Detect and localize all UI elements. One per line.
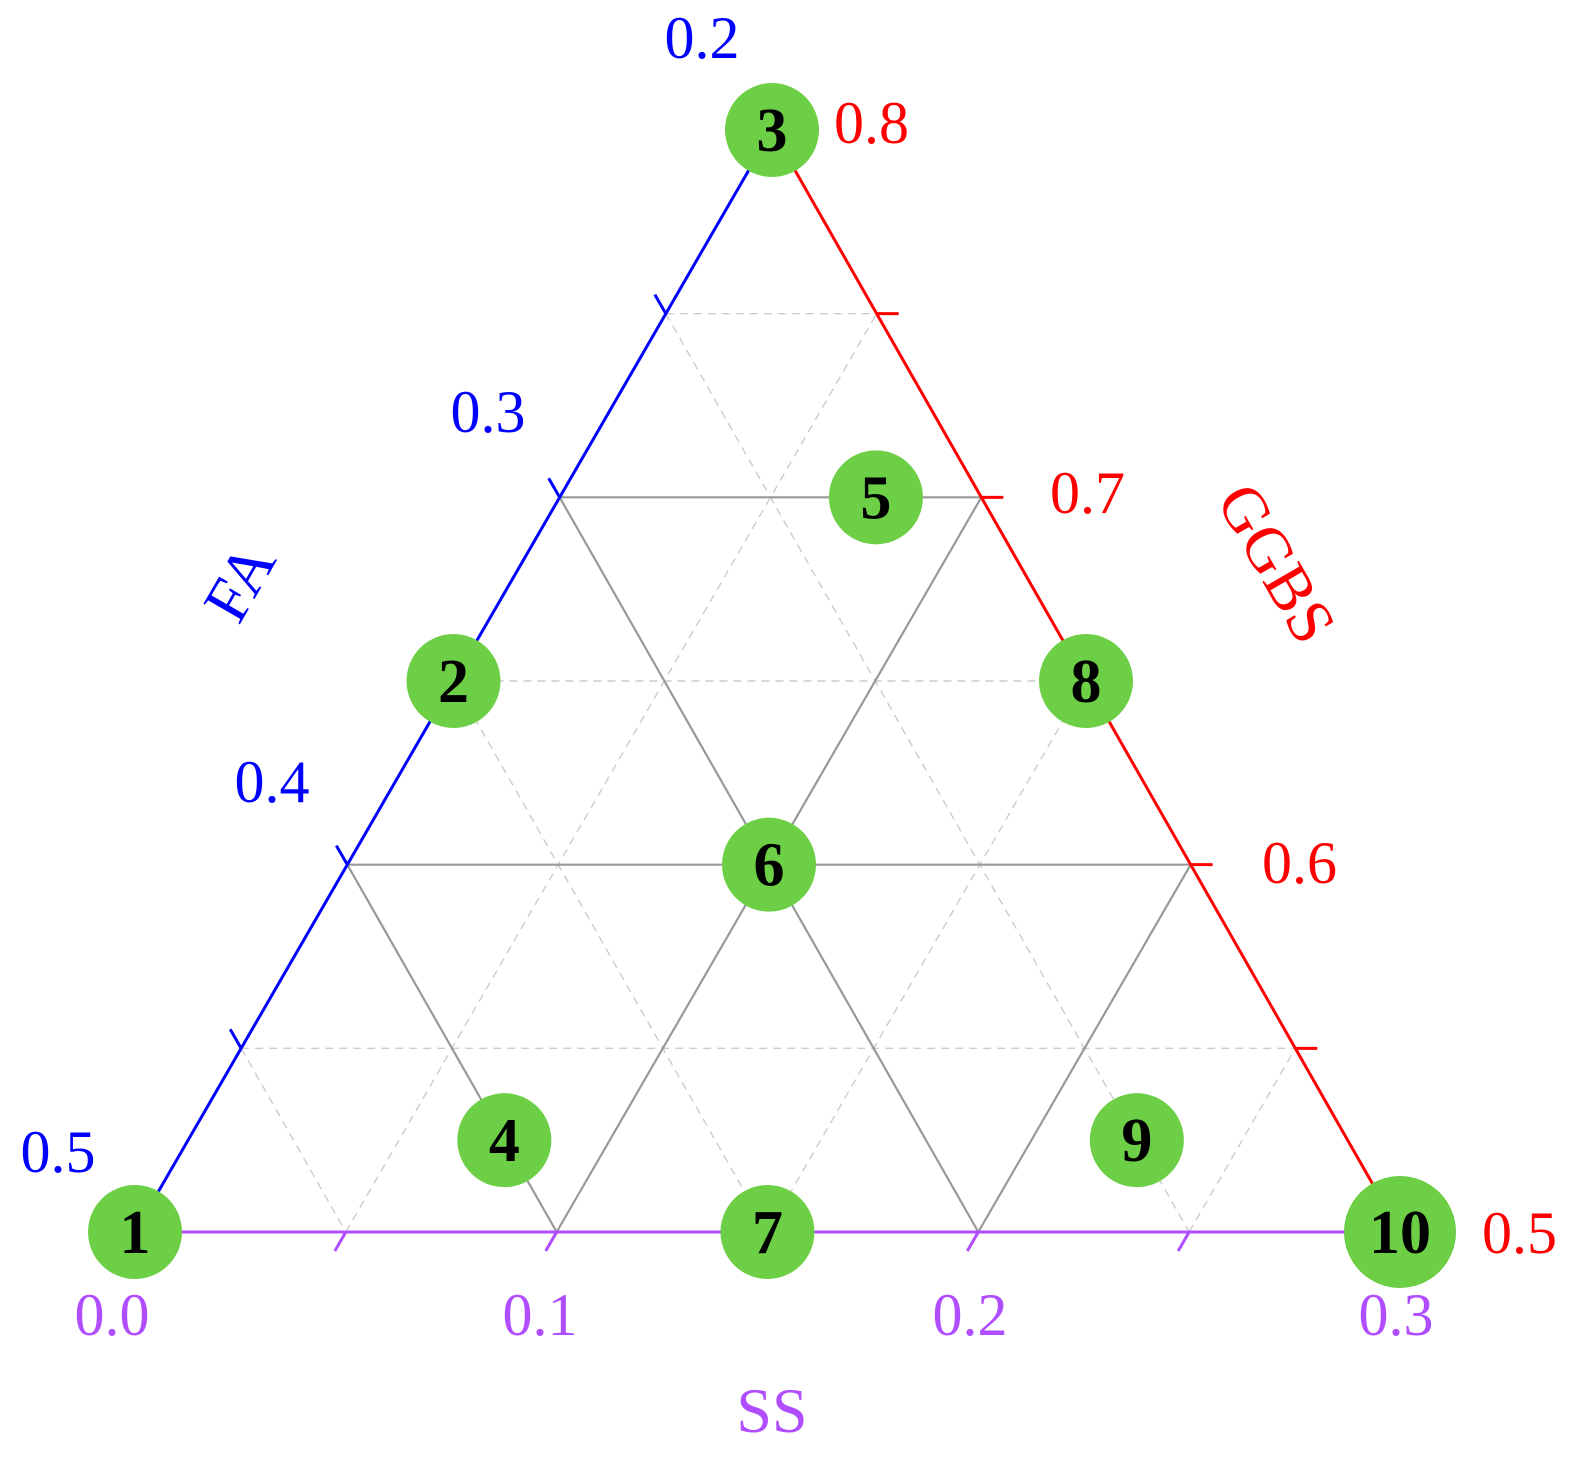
data-point: 5 bbox=[828, 450, 923, 545]
data-point-label: 2 bbox=[438, 648, 469, 716]
data-point-label: 8 bbox=[1071, 648, 1102, 716]
ss-axis-title: SS bbox=[736, 1375, 807, 1446]
axis-ticks bbox=[228, 293, 1318, 1252]
data-point-marker bbox=[1039, 634, 1133, 728]
ss-tick bbox=[333, 1231, 348, 1252]
data-point: 1 bbox=[88, 1185, 182, 1279]
data-point-label: 9 bbox=[1121, 1107, 1152, 1175]
fa-tick-label: 0.2 bbox=[665, 5, 740, 71]
data-point-label: 5 bbox=[860, 464, 891, 532]
ggbs-tick-label: 0.7 bbox=[1050, 460, 1125, 526]
data-point-marker bbox=[725, 83, 819, 177]
fa-tick bbox=[228, 1028, 243, 1050]
data-point-marker bbox=[722, 817, 816, 912]
data-point: 9 bbox=[1089, 1093, 1184, 1188]
ss-tick bbox=[544, 1231, 558, 1252]
grid-line-fa bbox=[452, 680, 769, 1233]
data-point-marker bbox=[406, 634, 501, 728]
data-point: 3 bbox=[725, 83, 819, 177]
data-point-label: 10 bbox=[1369, 1199, 1431, 1267]
ggbs-tick-label: 0.5 bbox=[1482, 1200, 1557, 1266]
data-point-label: 6 bbox=[754, 832, 785, 900]
grid-line-ss bbox=[977, 864, 1192, 1233]
grid-line-ss bbox=[345, 313, 878, 1233]
minor-grid bbox=[240, 312, 1296, 1233]
data-point-marker bbox=[88, 1185, 182, 1279]
ggbs-tick-label: 0.8 bbox=[834, 90, 909, 156]
grid-line-ss bbox=[1188, 1047, 1296, 1233]
fa-tick-label: 0.5 bbox=[21, 1119, 96, 1185]
data-point-marker bbox=[1344, 1176, 1456, 1288]
data-point-marker bbox=[1089, 1093, 1184, 1188]
grid-line-fa bbox=[240, 1047, 347, 1233]
data-point: 8 bbox=[1039, 634, 1133, 728]
ss-tick-label: 0.2 bbox=[933, 1282, 1008, 1348]
grid-line-fa bbox=[665, 313, 1190, 1233]
fa-tick bbox=[547, 477, 561, 499]
ss-tick-label: 0.0 bbox=[75, 1282, 150, 1348]
grid-line-ss bbox=[766, 680, 1087, 1233]
fa-axis-title: FA bbox=[189, 531, 289, 633]
data-point: 4 bbox=[457, 1093, 552, 1188]
data-point-label: 1 bbox=[120, 1199, 151, 1267]
fa-tick bbox=[653, 293, 668, 315]
data-point: 2 bbox=[406, 634, 501, 728]
ss-tick-label: 0.1 bbox=[503, 1282, 578, 1348]
data-point: 6 bbox=[722, 817, 816, 912]
data-point-label: 7 bbox=[752, 1199, 783, 1267]
data-points: 1 2 3 4 5 6 7 8 9 10 bbox=[88, 83, 1456, 1288]
data-point: 10 bbox=[1344, 1176, 1456, 1288]
fa-tick-label: 0.4 bbox=[235, 749, 310, 815]
ss-tick bbox=[1176, 1231, 1191, 1252]
ss-tick-label: 0.3 bbox=[1359, 1282, 1434, 1348]
data-point-label: 4 bbox=[489, 1107, 520, 1175]
fa-tick-label: 0.3 bbox=[451, 379, 526, 445]
data-point-marker bbox=[457, 1093, 552, 1188]
data-point-label: 3 bbox=[757, 97, 788, 165]
ggbs-tick-label: 0.6 bbox=[1262, 830, 1337, 896]
data-point: 7 bbox=[720, 1185, 815, 1279]
ss-tick bbox=[966, 1231, 980, 1252]
data-point-marker bbox=[720, 1185, 815, 1279]
ggbs-axis-title: GGBS bbox=[1203, 472, 1350, 655]
fa-tick bbox=[335, 844, 349, 866]
data-point-marker bbox=[828, 450, 923, 545]
